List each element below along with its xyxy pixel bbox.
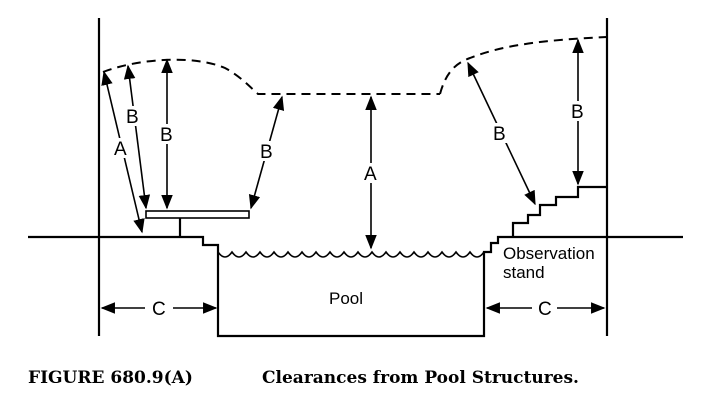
label-b-left-outer: B (126, 107, 139, 128)
figure-caption-title: Clearances from Pool Structures. (262, 368, 579, 388)
clearance-envelope-left (102, 58, 440, 95)
label-b-right-vertical: B (571, 102, 584, 123)
label-b-left-vertical: B (160, 125, 173, 146)
label-a-left: A (114, 139, 127, 160)
label-a-center: A (364, 164, 377, 185)
label-c-right: C (538, 299, 552, 320)
clearance-envelope-right (439, 36, 608, 95)
figure-caption-number: FIGURE 680.9(A) (28, 368, 193, 388)
pool-label: Pool (329, 289, 363, 308)
water-surface-line (217, 250, 485, 258)
diving-board (145, 210, 250, 219)
label-b-right-diagonal: B (493, 124, 506, 145)
label-b-board-end: B (260, 142, 273, 163)
label-c-left: C (152, 299, 166, 320)
observation-stand-steps (511, 185, 607, 237)
observation-label-line1: Observation (503, 244, 595, 263)
observation-label-line2: stand (503, 263, 545, 282)
ground-and-pool-outline (28, 235, 683, 338)
dim-b-left-outer-arrow (123, 64, 151, 210)
